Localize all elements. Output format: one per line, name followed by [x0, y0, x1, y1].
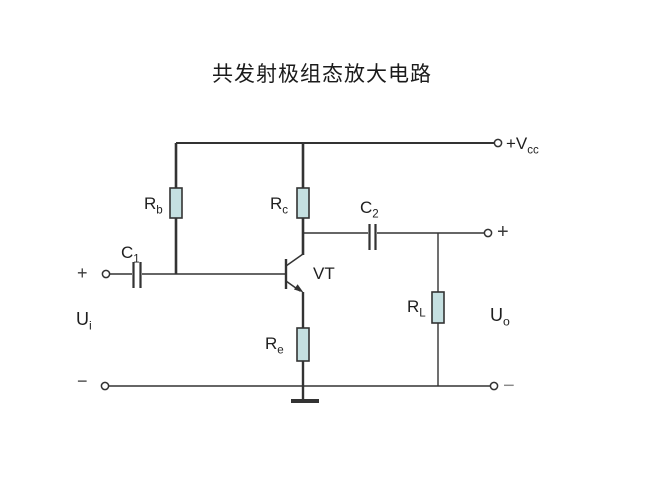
resistor-rl — [431, 291, 445, 324]
label-rl: RL — [407, 297, 426, 320]
diagram-title: 共发射极组态放大电路 — [212, 62, 432, 86]
label-input-minus: − — [77, 371, 88, 391]
label-ui: Ui — [76, 309, 92, 333]
resistor-rb — [169, 187, 183, 219]
label-c1: C1 — [121, 243, 140, 266]
terminal-input-plus — [101, 269, 111, 279]
terminal-output-minus — [489, 381, 499, 391]
label-input-plus: + — [77, 263, 88, 283]
transistor-collector-lead — [285, 253, 304, 267]
label-vt: VT — [313, 264, 335, 283]
terminal-input-minus — [100, 381, 110, 391]
label-output-plus: + — [497, 221, 509, 243]
terminal-vcc — [493, 138, 503, 148]
resistor-re — [296, 327, 310, 362]
label-uo: Uo — [490, 305, 510, 329]
resistor-rc — [296, 187, 310, 219]
label-c2: C2 — [360, 198, 379, 221]
label-vcc: +Vcc — [506, 134, 539, 157]
label-re: Re — [265, 334, 284, 357]
terminal-output-plus — [483, 228, 493, 238]
transistor-emitter-arrow — [294, 284, 304, 293]
label-rb: Rb — [144, 194, 163, 217]
label-rc: Rc — [270, 194, 289, 217]
label-output-minus: − — [503, 375, 515, 397]
